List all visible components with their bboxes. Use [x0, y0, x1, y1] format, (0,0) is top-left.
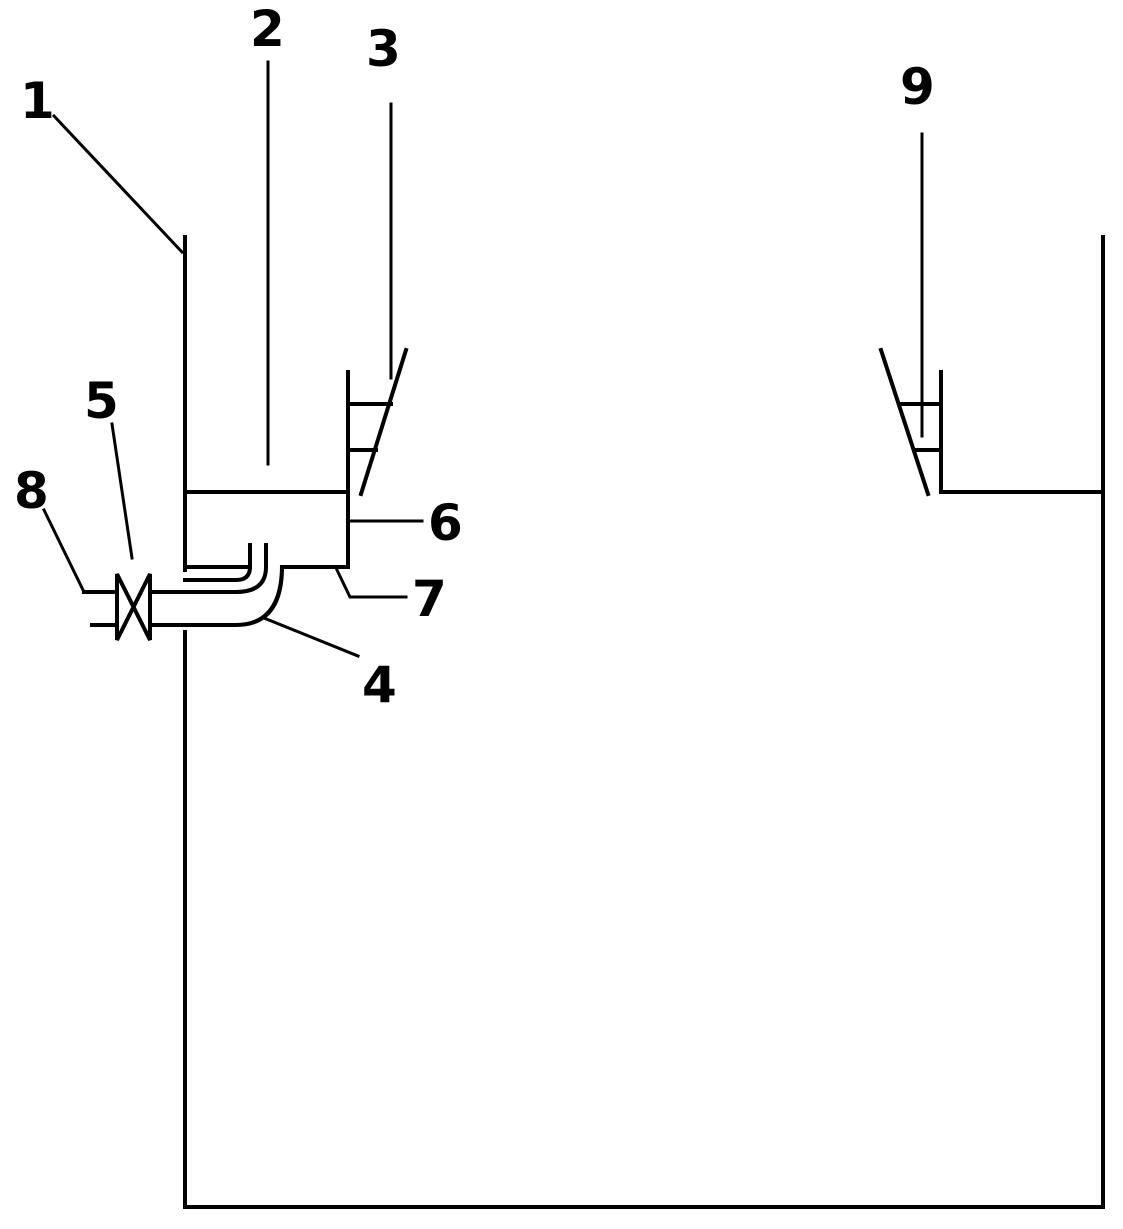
weir-right-post [939, 370, 1105, 494]
label-3: 3 [366, 20, 401, 78]
weir-right [878, 347, 1105, 497]
part-labels: 1 2 3 4 5 6 7 8 9 [14, 0, 935, 714]
weir-right-slant [878, 347, 931, 497]
tank-left-wall-lower [183, 235, 1105, 1209]
valve [82, 573, 152, 641]
leader-5 [110, 422, 134, 560]
label-1: 1 [20, 72, 55, 130]
valve-body [115, 573, 152, 641]
tank [183, 235, 1105, 1209]
leader-7 [334, 567, 408, 599]
label-6: 6 [428, 494, 463, 552]
weir-left-slant [358, 347, 409, 497]
label-9: 9 [900, 58, 935, 116]
label-4: 4 [362, 656, 397, 714]
u-pipe-outer [148, 564, 285, 627]
label-5: 5 [84, 372, 119, 430]
weir-left [346, 347, 409, 497]
u-pipe-inner-lip [183, 543, 252, 582]
label-8: 8 [14, 462, 49, 520]
leader-1 [51, 113, 185, 255]
u-pipe-inner [148, 543, 268, 594]
leader-8 [41, 507, 87, 595]
u-pipe [148, 543, 285, 627]
leader-lines [41, 60, 924, 658]
label-7: 7 [412, 570, 447, 628]
leader-4 [262, 616, 360, 658]
label-2: 2 [250, 0, 285, 58]
